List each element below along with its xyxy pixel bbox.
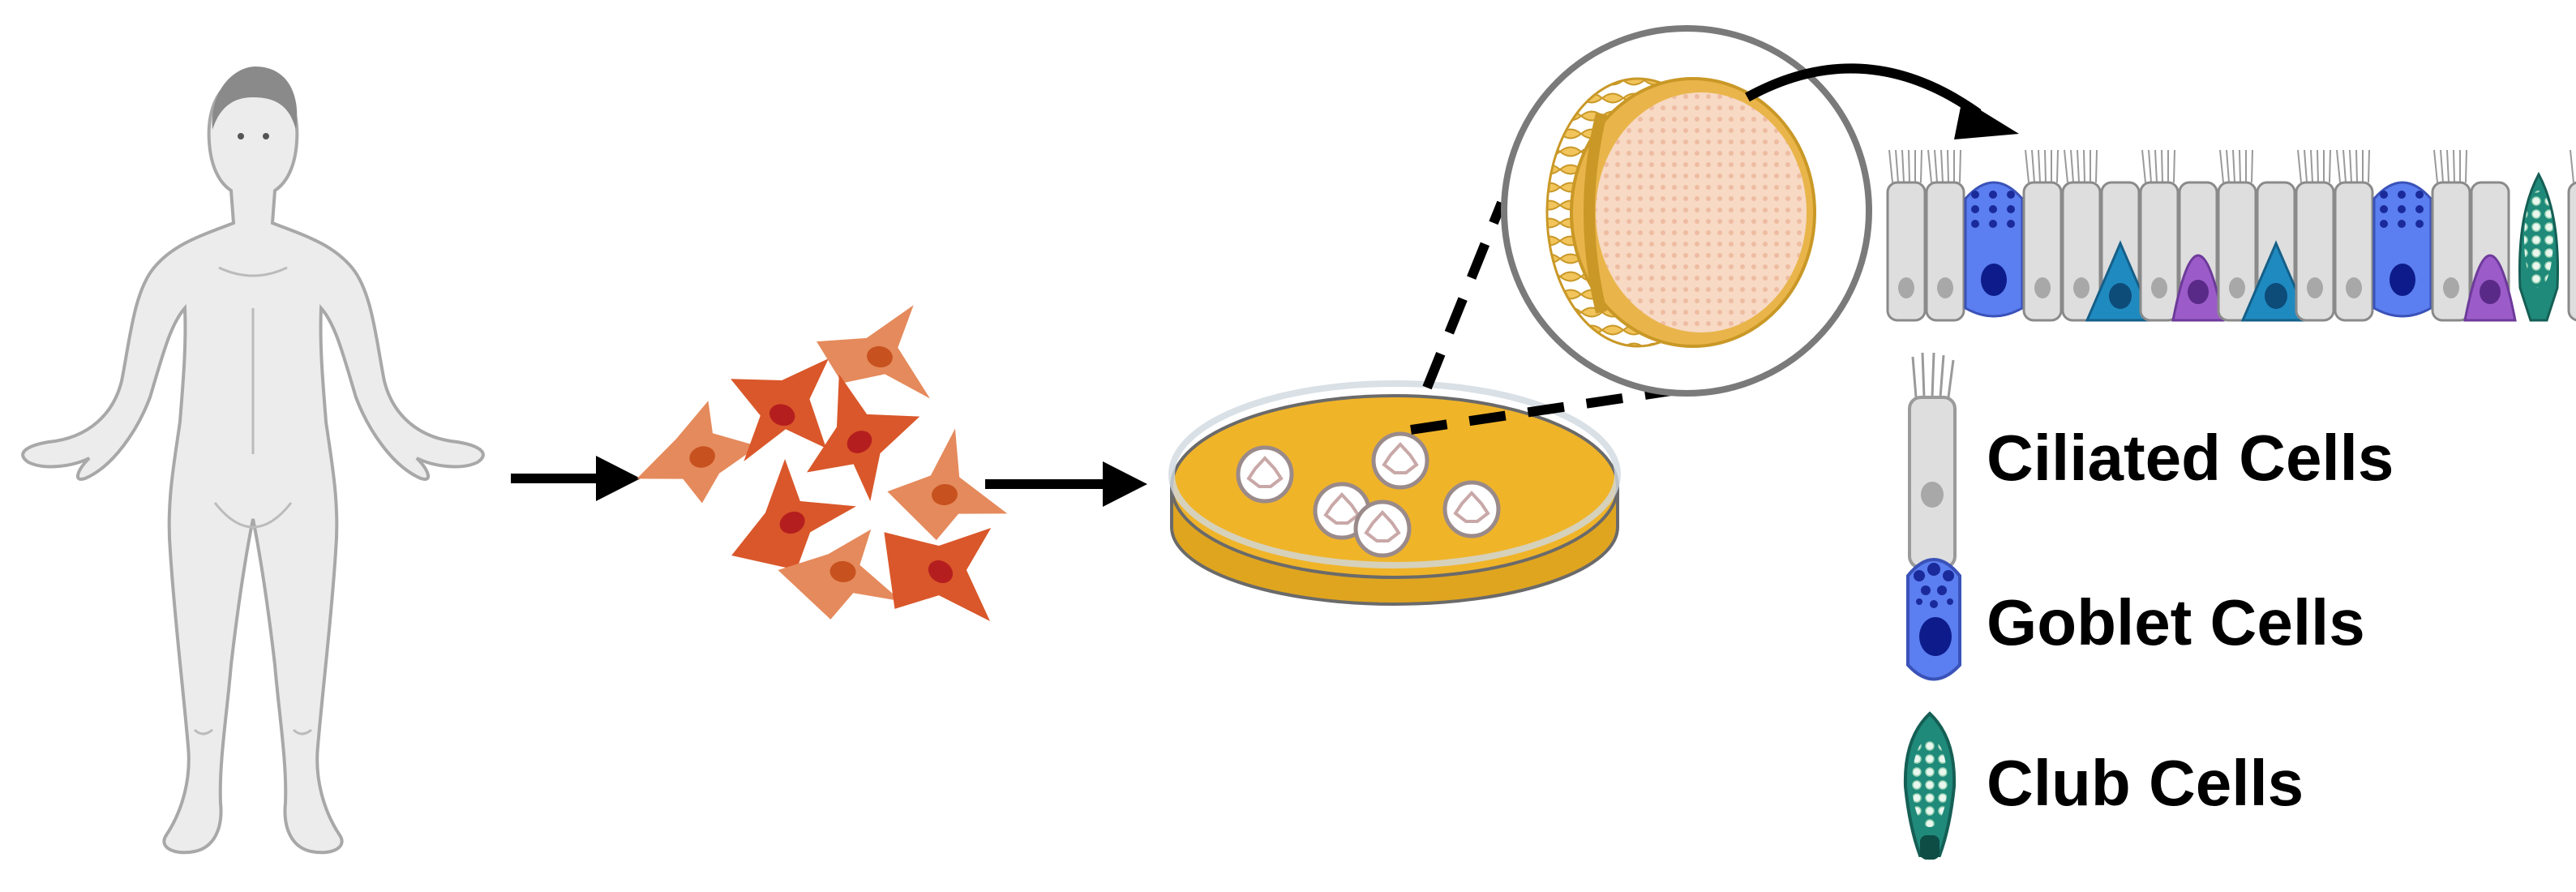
cell-shape — [807, 374, 920, 502]
organoid-in-dish — [1442, 480, 1501, 538]
arrow-cells-to-dish — [985, 461, 1147, 507]
organoid-in-dish — [1353, 500, 1412, 558]
airway-epithelium — [1886, 149, 2576, 322]
zoom-lines — [1410, 200, 1683, 435]
cell-shape — [636, 401, 759, 504]
epithelial-cell — [2171, 181, 2225, 322]
cell-shape — [887, 428, 1008, 541]
epithelial-cell — [2085, 181, 2156, 322]
epithelial-cell — [2372, 181, 2432, 318]
epithelial-cell — [2295, 149, 2335, 322]
organoid-in-dish — [1371, 431, 1429, 490]
epithelial-cell — [2518, 171, 2559, 322]
organoid-cross-section — [1501, 25, 1872, 397]
epithelial-cell — [2431, 149, 2471, 322]
legend-label-club: Club Cells — [1987, 747, 2304, 819]
cell-shape — [731, 358, 829, 461]
cell-shape — [884, 527, 992, 622]
club-cell-icon — [1903, 711, 1957, 860]
epithelial-cell — [2567, 149, 2576, 322]
cell-shape — [817, 305, 930, 399]
culture-dish — [1168, 380, 1621, 606]
epithelial-cell — [1964, 181, 2024, 318]
arrow-body-to-cells — [511, 456, 641, 501]
human-body-illustration — [21, 66, 485, 855]
epithelial-cell — [2463, 181, 2517, 322]
legend-label-goblet: Goblet Cells — [1987, 586, 2365, 658]
organoid-in-dish — [1236, 445, 1294, 504]
ciliated-cell-icon — [1908, 352, 1957, 569]
cell-shape — [778, 529, 902, 620]
epithelial-cell — [2334, 149, 2374, 322]
isolated-cells-cluster — [636, 305, 1008, 622]
legend-label-ciliated: Ciliated Cells — [1987, 422, 2394, 494]
epithelial-cell — [2240, 181, 2312, 322]
arrow-to-epithelium — [1745, 63, 2019, 139]
goblet-cell-icon — [1906, 558, 1961, 681]
epithelial-cell — [2217, 149, 2257, 322]
epithelial-cell — [2139, 149, 2180, 322]
cell-shape — [731, 458, 856, 570]
epithelial-cell — [2022, 149, 2063, 322]
epithelial-cell — [1886, 149, 1927, 322]
epithelial-cell — [2061, 149, 2102, 322]
epithelial-cell — [1925, 149, 1965, 322]
